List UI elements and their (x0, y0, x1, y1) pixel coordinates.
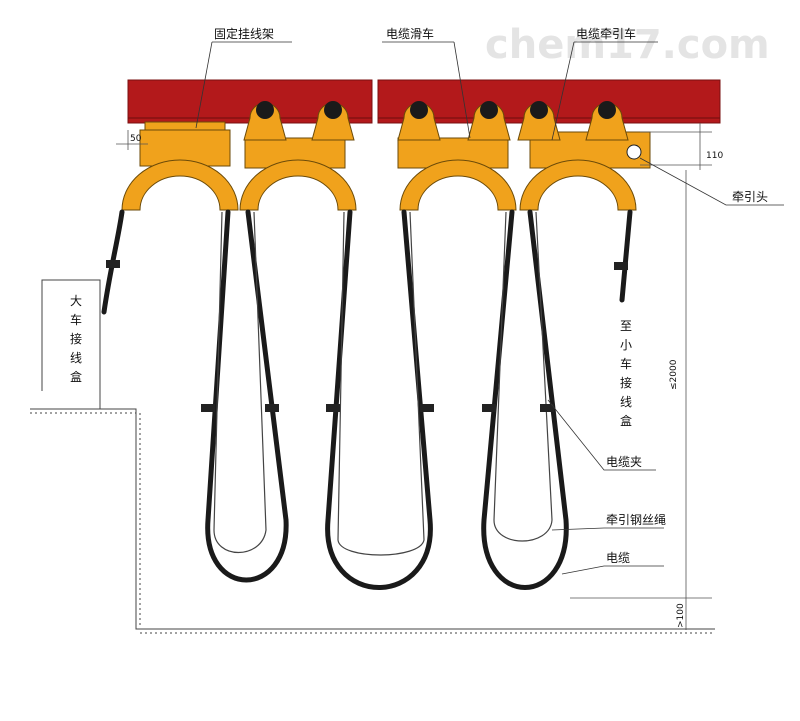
dimension-lines (116, 123, 712, 630)
svg-text:盒: 盒 (620, 413, 632, 428)
big-car-box-label-2: 车 (70, 312, 82, 327)
label-cable-trolley: 电缆滑车 (386, 26, 434, 41)
dim-drop-max: ≤2000 (669, 359, 679, 390)
svg-text:车: 车 (620, 356, 632, 371)
cable-loop-2 (325, 209, 433, 590)
dim-bottom-clear: >100 (676, 603, 686, 628)
label-traction-head: 牵引头 (732, 190, 768, 204)
cable-loops (101, 209, 633, 590)
label-cable: 电缆 (606, 551, 630, 565)
cable-to-small-car (619, 209, 633, 303)
dim-height-110: 110 (706, 151, 723, 161)
svg-text:线: 线 (620, 395, 632, 409)
svg-text:小: 小 (620, 338, 632, 352)
big-car-box-label-4: 线 (70, 351, 82, 365)
label-fixed-bracket: 固定挂线架 (214, 26, 274, 41)
big-car-box-label-1: 大 (70, 294, 82, 308)
cable-saddles (121, 159, 637, 211)
svg-text:至: 至 (620, 319, 632, 333)
big-car-junction-box: 大 车 接 线 盒 (70, 294, 82, 384)
cable-loop-3 (481, 209, 569, 590)
cable-feed-left (101, 209, 125, 315)
watermark: chem17.com (485, 22, 770, 68)
leader-lines (195, 41, 784, 575)
label-cable-clamp: 电缆夹 (606, 455, 642, 469)
cable-clamps (106, 260, 628, 412)
wheels (256, 101, 616, 119)
traction-head (626, 144, 642, 160)
label-traction-wire-rope: 牵引钢丝绳 (606, 513, 666, 527)
big-car-box-label-5: 盒 (70, 369, 82, 384)
label-traction-trolley: 电缆牵引车 (576, 26, 636, 41)
ground-structure (30, 279, 715, 634)
wire-ropes (213, 211, 553, 556)
cable-loop-1 (205, 209, 289, 583)
big-car-box-label-3: 接 (70, 331, 82, 346)
label-to-small-car-box: 至 小 车 接 线 盒 (620, 319, 632, 428)
svg-text:接: 接 (620, 375, 632, 390)
dim-gap-left: 50 (130, 134, 142, 144)
